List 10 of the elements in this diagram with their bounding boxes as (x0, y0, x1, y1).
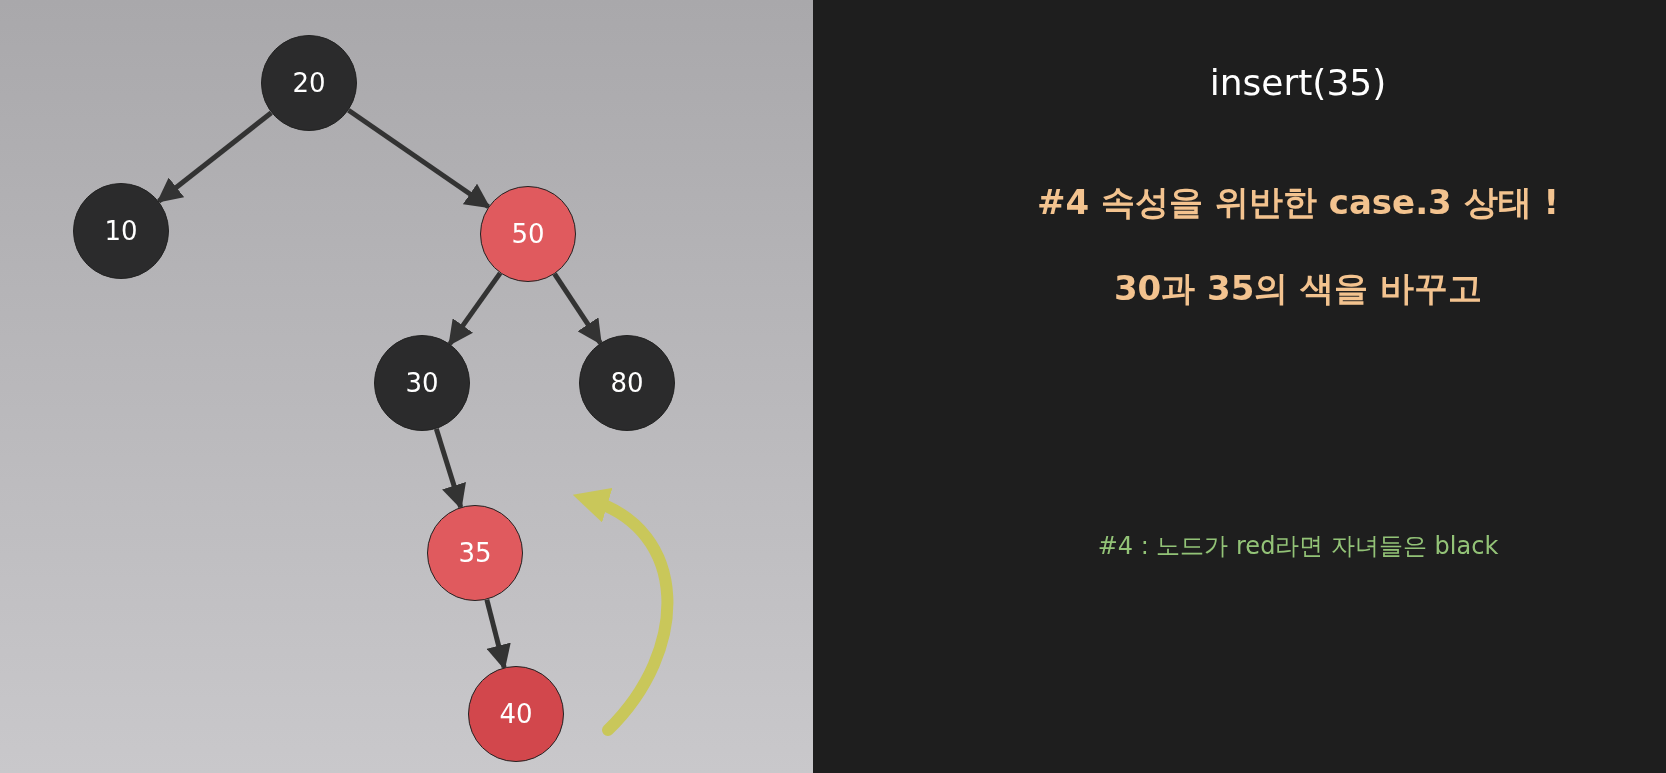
rule-note: #4 : 노드가 red라면 자녀들은 black (1097, 531, 1499, 562)
title: insert(35) (1209, 62, 1387, 103)
arrow (156, 110, 273, 204)
instruction-text: 30과 35의 색을 바꾸고 (1113, 267, 1483, 310)
heading-text: #4 속성을 위반한 case.3 상태 ! (1037, 181, 1559, 224)
arrow (447, 271, 503, 346)
arrow (433, 428, 466, 510)
arrow (347, 108, 491, 209)
arrow (484, 598, 511, 670)
arrow (552, 272, 603, 346)
